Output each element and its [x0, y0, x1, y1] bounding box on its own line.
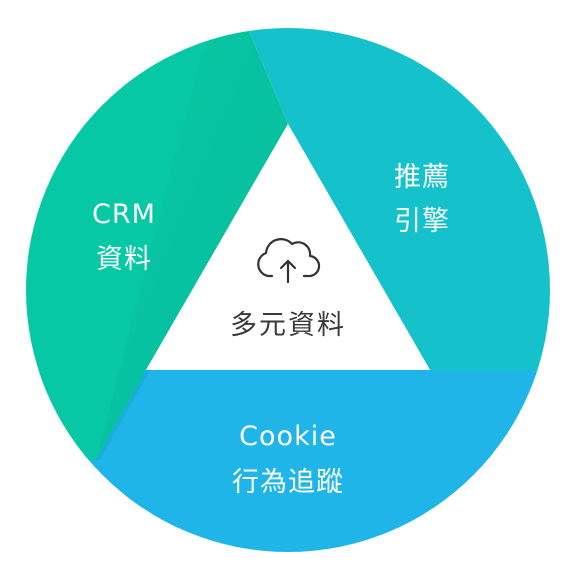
recommendation-label-line2: 引擎	[394, 206, 450, 237]
cloud-upload-icon	[257, 238, 321, 284]
segment-crm-shade	[96, 28, 288, 460]
cookie-label-line2: 行為追蹤	[232, 467, 344, 498]
center-label: 多元資料	[230, 310, 346, 341]
crm-label-line2: 資料	[96, 244, 152, 275]
crm-label-line1: CRM	[92, 199, 156, 230]
segment-cookie-shadow	[96, 370, 150, 460]
cookie-label-line1: Cookie	[239, 421, 337, 452]
recommendation-label-line1: 推薦	[394, 162, 450, 193]
center-triangle	[146, 124, 430, 370]
